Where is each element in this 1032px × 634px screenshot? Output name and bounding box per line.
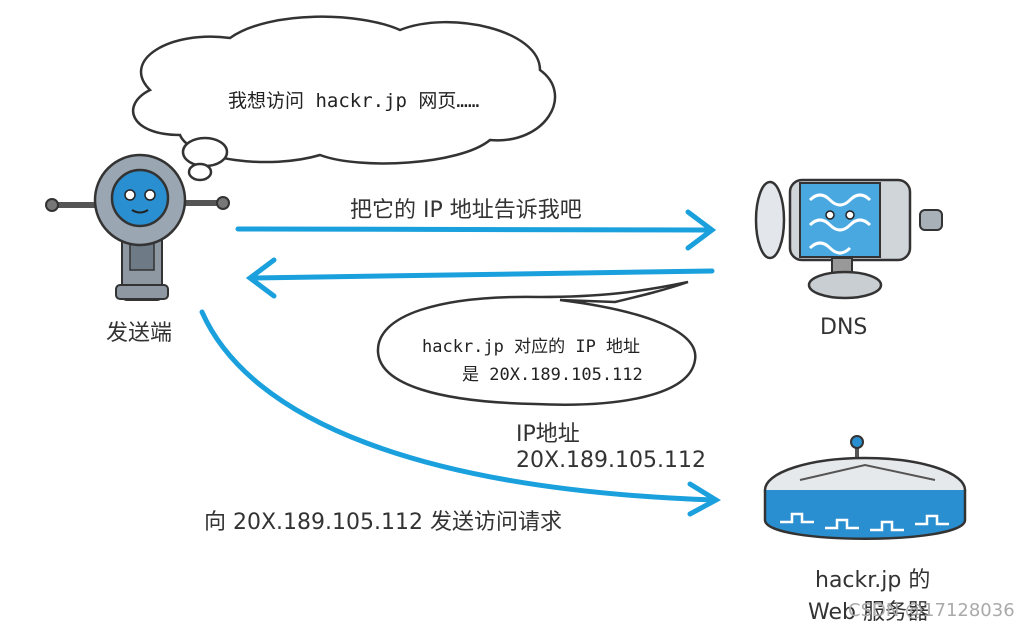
access-arrow-label: 向 20X.189.105.112 发送访问请求 xyxy=(204,510,563,535)
dns-label: DNS xyxy=(820,315,868,340)
client-label: 发送端 xyxy=(106,321,173,346)
response-arrowhead xyxy=(245,257,277,299)
access-arrow xyxy=(199,309,718,503)
server-label-line-2: Web 服务器 xyxy=(808,600,929,625)
dns-machine xyxy=(754,178,943,300)
thought-bubble xyxy=(131,15,557,182)
request-arrow xyxy=(235,226,713,233)
speech-bubble xyxy=(376,280,697,406)
ip-info-line-1: IP地址 xyxy=(516,422,580,447)
server-label-line-1: hackr.jp 的 xyxy=(815,568,931,593)
client-robot xyxy=(45,153,230,301)
request-arrowhead xyxy=(685,209,717,251)
ip-info-line-2: 20X.189.105.112 xyxy=(516,448,707,473)
speech-line-2: 是 20X.189.105.112 xyxy=(462,365,643,385)
access-arrowhead xyxy=(687,481,722,517)
watermark: CSDN @17128036 xyxy=(848,600,1015,621)
speech-line-1: hackr.jp 对应的 IP 地址 xyxy=(422,337,641,357)
web-server xyxy=(763,435,967,540)
response-arrow xyxy=(249,268,715,281)
thought-text: 我想访问 hackr.jp 网页…… xyxy=(228,90,480,112)
request-arrow-label: 把它的 IP 地址告诉我吧 xyxy=(350,198,582,223)
